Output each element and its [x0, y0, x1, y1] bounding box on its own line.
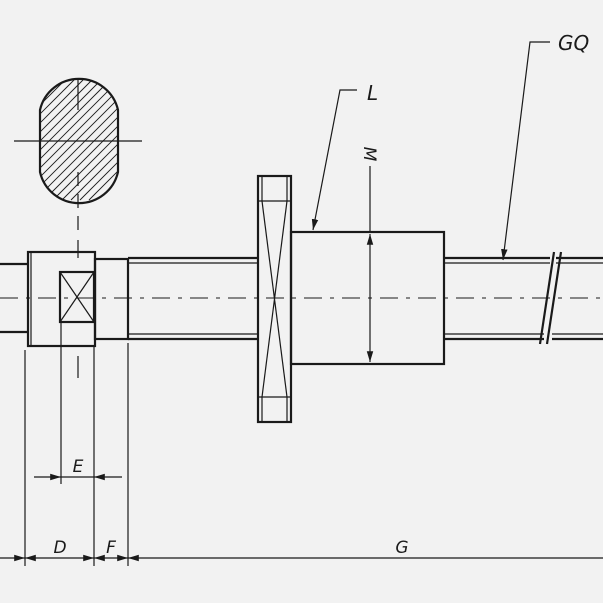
leader-l: L — [311, 81, 378, 231]
hatch-line — [52, 79, 118, 201]
hatch-line — [170, 80, 290, 200]
hatch-line — [0, 80, 29, 200]
hatch-line — [134, 80, 254, 200]
label-m: M — [359, 147, 379, 162]
hatch-line — [40, 79, 93, 201]
hatch-line — [40, 79, 111, 201]
label-l: L — [367, 81, 378, 105]
hatch-line — [40, 79, 118, 201]
section-hatching — [0, 79, 335, 201]
hatch-line — [0, 80, 38, 200]
hatch-line — [143, 80, 263, 200]
hatch-line — [125, 80, 245, 200]
hatch-line — [106, 79, 118, 201]
shaft-shoulder — [93, 257, 130, 341]
label-e: E — [73, 457, 84, 477]
left-shaft-stub — [0, 262, 28, 334]
hatch-line — [179, 80, 299, 200]
dimension-e: E — [34, 457, 122, 481]
section-outline — [38, 77, 120, 205]
hatch-line — [206, 80, 326, 200]
hatch-line — [152, 80, 272, 200]
hatch-line — [40, 79, 118, 201]
hatch-line — [97, 79, 118, 201]
hatch-line — [40, 79, 118, 201]
cross-section-view — [0, 77, 335, 232]
hatch-line — [40, 79, 66, 201]
hatch-line — [215, 80, 335, 200]
hatch-line — [40, 79, 118, 201]
label-f: F — [106, 538, 116, 558]
hatch-line — [61, 79, 118, 201]
flange-nut — [256, 174, 293, 424]
hatch-line — [161, 80, 281, 200]
hatch-line — [40, 79, 75, 201]
label-g: G — [395, 538, 408, 558]
hatch-line — [0, 80, 20, 200]
hatch-line — [70, 79, 118, 201]
leader-gq: GQ — [501, 31, 589, 261]
hatch-line — [115, 79, 118, 201]
dimension-chain: D F G — [0, 538, 603, 562]
break-line-2 — [545, 251, 563, 345]
break-line-1 — [538, 251, 556, 345]
label-d: D — [53, 538, 66, 558]
extension-lines — [24, 322, 129, 566]
hatch-line — [79, 79, 118, 201]
hatch-line — [40, 79, 84, 201]
hatch-line — [43, 79, 118, 201]
dimension-m: M — [359, 147, 379, 362]
label-gq: GQ — [558, 31, 589, 55]
hatch-line — [88, 79, 118, 201]
nut-body — [289, 230, 446, 366]
flange-cross-2 — [261, 200, 288, 398]
screw-shaft — [128, 251, 603, 345]
